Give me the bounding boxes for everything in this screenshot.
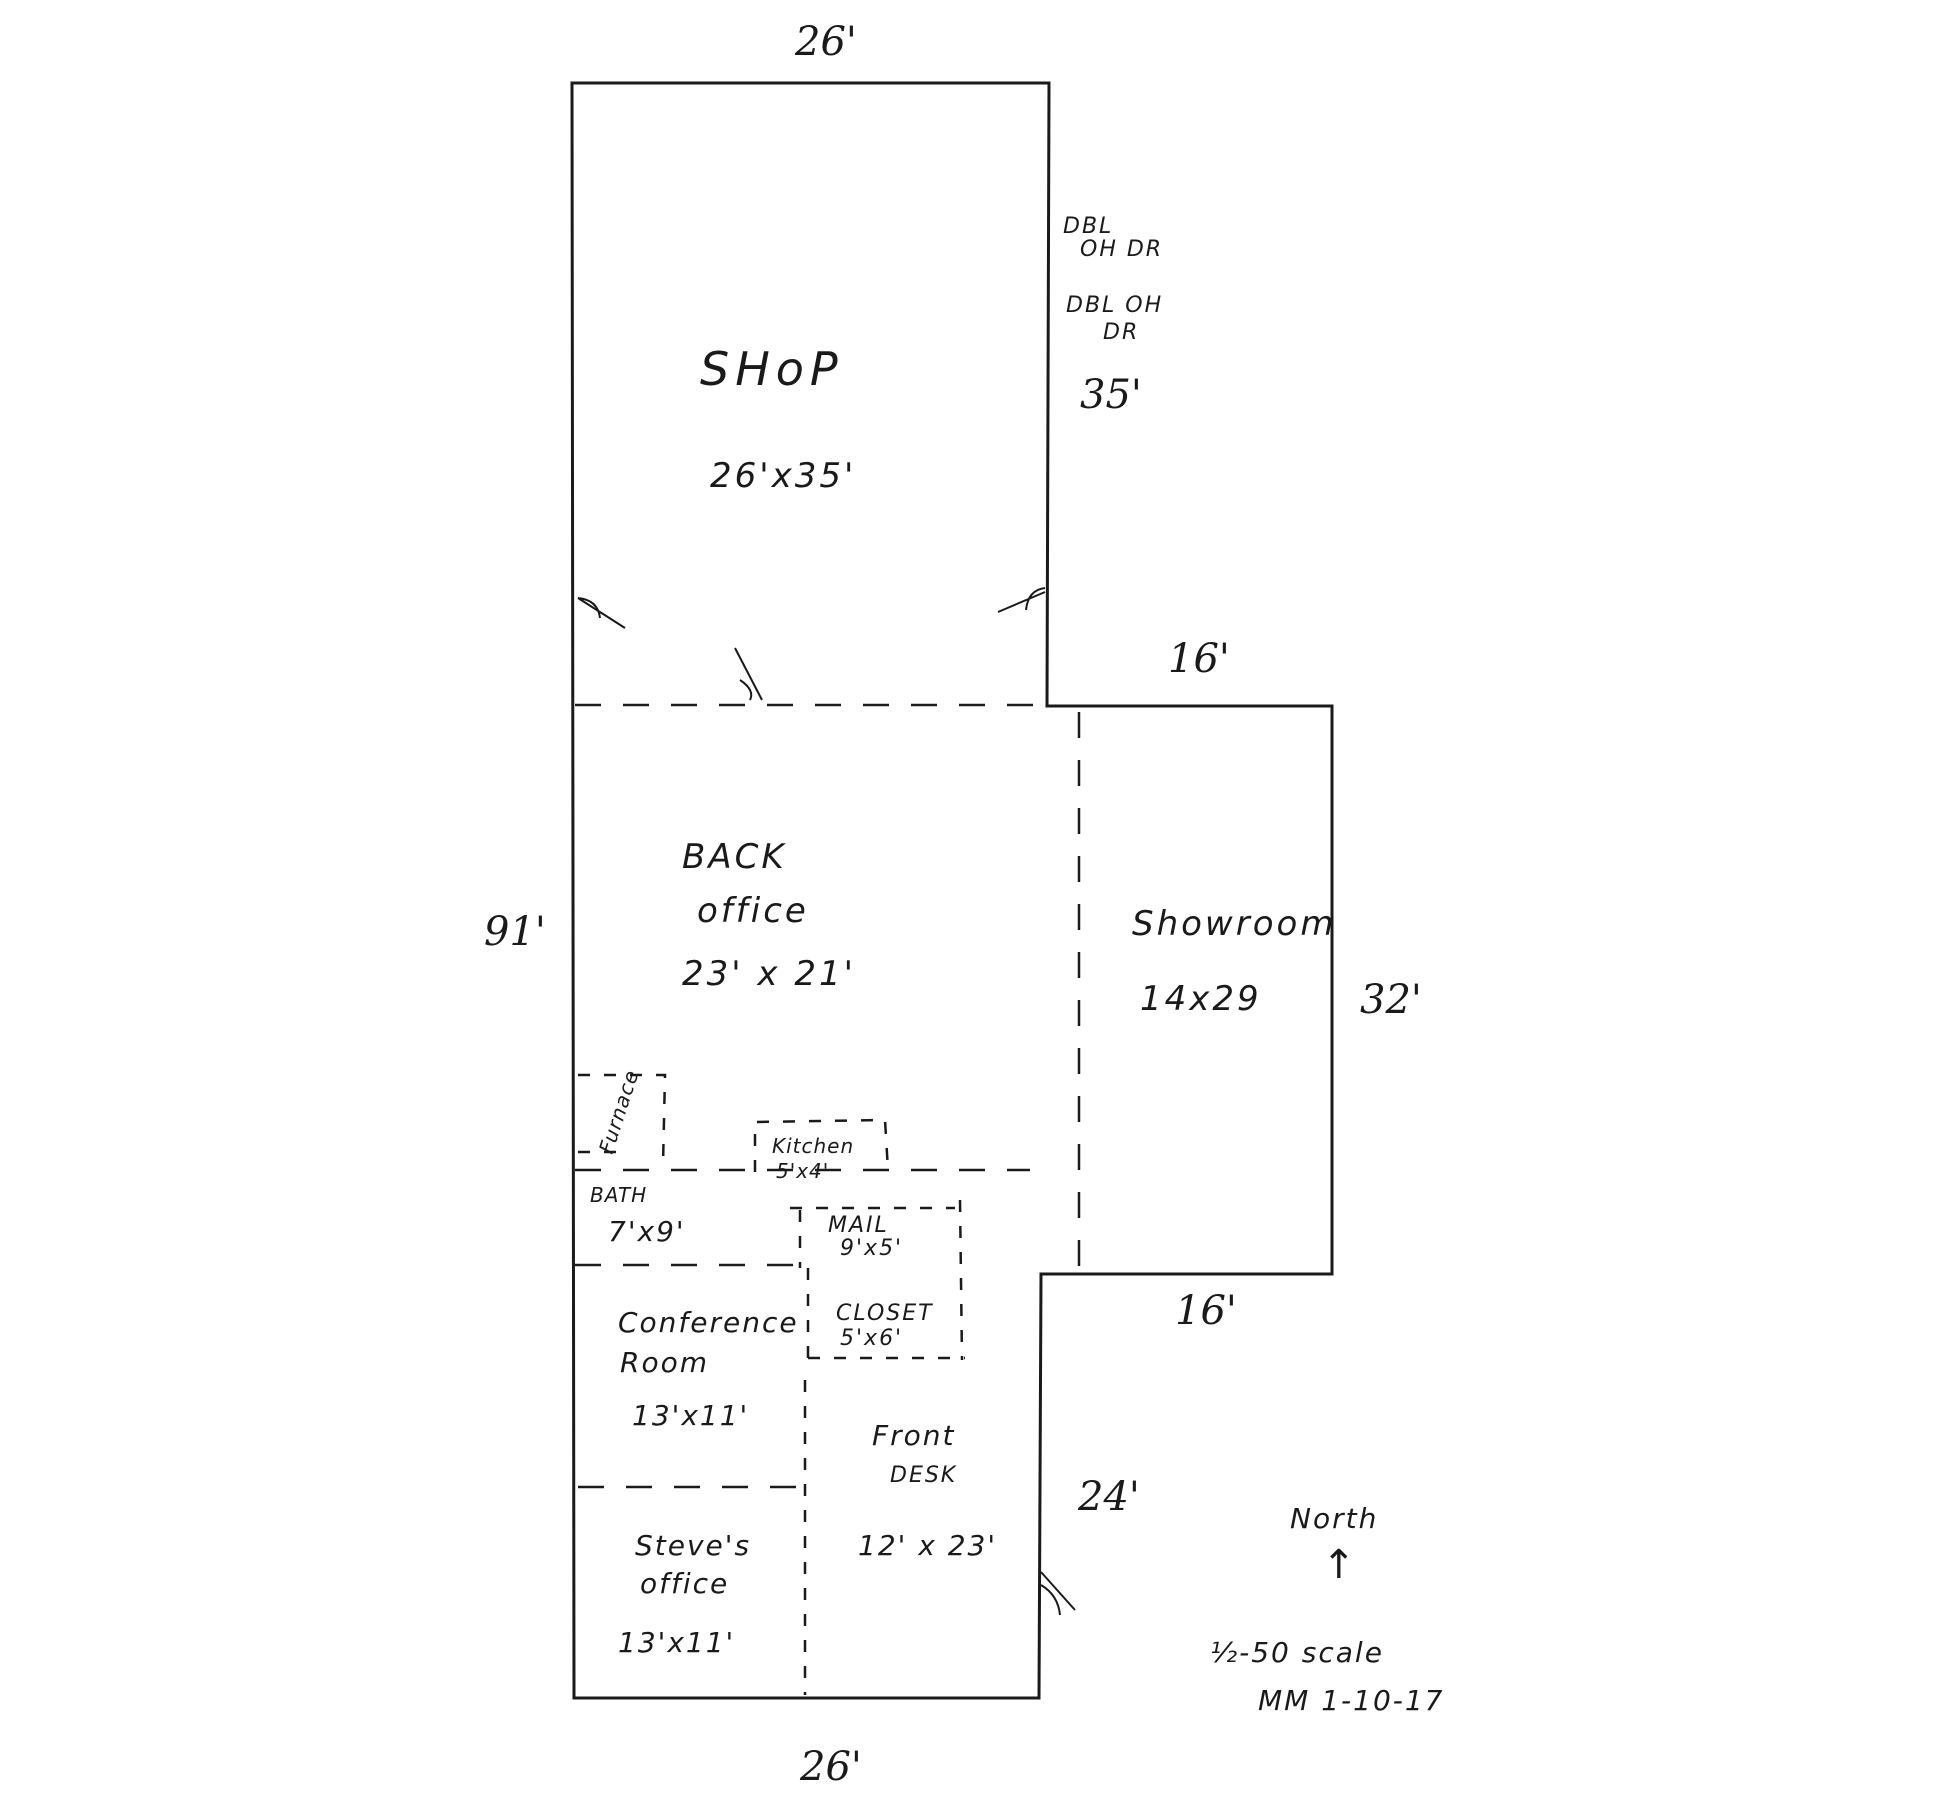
scale-note: ½-50 scale [1210, 1636, 1384, 1669]
room-front-desk-name-1: Front [872, 1419, 955, 1452]
note-door-2-line1: DBL OH [1066, 293, 1163, 318]
room-conference-size: 13'x11' [632, 1399, 749, 1432]
room-conference-name-1: Conference [618, 1306, 799, 1339]
room-steves-office-name-2: office [640, 1567, 729, 1600]
door-swing-back-office [734, 647, 763, 701]
room-shop-size: 26'x35' [710, 456, 856, 496]
kitchen-enclosure [753, 1118, 890, 1172]
door-swing-shop-right [997, 587, 1046, 613]
room-mail-size: 9'x5' [840, 1236, 903, 1261]
room-back-office-name-1: BACK [682, 837, 787, 877]
dim-shop-side: 35' [1080, 372, 1142, 418]
dim-top-width: 26' [794, 19, 857, 65]
dim-showroom-top: 16' [1168, 636, 1230, 682]
room-furnace-name: Furnace [594, 1067, 644, 1157]
room-steves-office-size: 13'x11' [618, 1626, 735, 1659]
room-back-office-size: 23' x 21' [682, 954, 856, 994]
room-closet-size: 5'x6' [840, 1326, 903, 1351]
door-swing-shop-left [577, 597, 626, 629]
dim-front-side: 24' [1077, 1474, 1140, 1520]
exterior-wall [570, 81, 1334, 1700]
room-steves-office-name-1: Steve's [635, 1529, 751, 1562]
room-bath-size: 7'x9' [608, 1215, 686, 1248]
room-bath-name: BATH [590, 1183, 647, 1207]
dim-showroom-side: 32' [1360, 977, 1422, 1023]
room-conference-name-2: Room [620, 1346, 709, 1379]
room-showroom-name: Showroom [1132, 904, 1336, 944]
room-kitchen-size: 5'x4' [776, 1159, 829, 1183]
note-door-1-line2: OH DR [1080, 237, 1163, 262]
dim-overall-length: 91' [484, 909, 546, 955]
dim-bottom-width: 26' [799, 1744, 862, 1790]
room-back-office-name-2: office [697, 891, 809, 931]
note-door-2-line2: DR [1103, 320, 1139, 345]
north-arrow-icon: ↑ [1322, 1542, 1356, 1588]
room-kitchen-name: Kitchen [772, 1134, 854, 1158]
north-label: North [1290, 1502, 1378, 1535]
room-closet-name: CLOSET [836, 1301, 934, 1326]
door-swing-front [1040, 1571, 1076, 1616]
room-front-desk-size: 12' x 23' [858, 1529, 997, 1562]
room-front-desk-name-2: DESK [890, 1463, 957, 1488]
room-shop-name: SHoP [700, 342, 844, 396]
furnace-enclosure [578, 1073, 667, 1166]
signature-date: MM 1-10-17 [1258, 1684, 1445, 1717]
room-showroom-size: 14x29 [1140, 979, 1262, 1019]
room-mail-name: MAIL [828, 1213, 889, 1238]
note-door-1-line1: DBL [1063, 214, 1113, 239]
dim-showroom-bottom: 16' [1175, 1288, 1237, 1334]
partition-mail-right [958, 1199, 964, 1361]
